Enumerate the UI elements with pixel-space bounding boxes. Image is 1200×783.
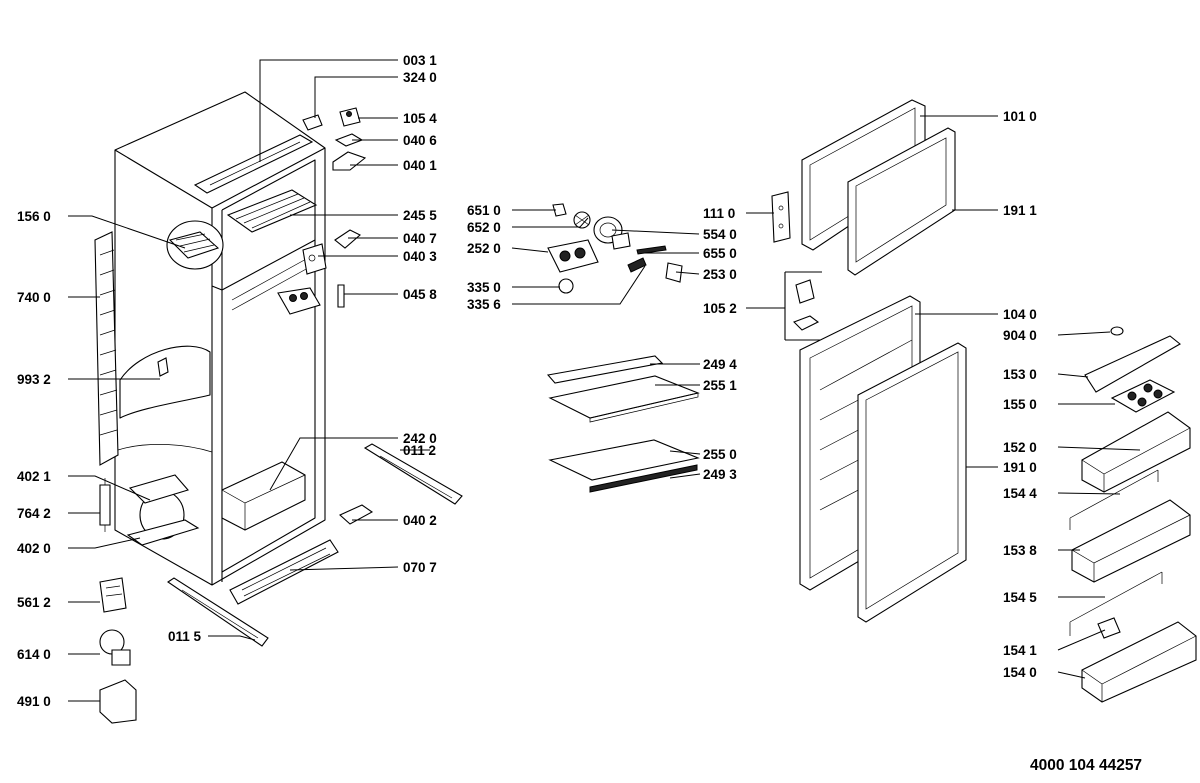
- compressor: [126, 474, 200, 546]
- rail-right: [363, 443, 463, 505]
- glass-shelf-lower: [548, 439, 700, 493]
- door-bin-upper: [1081, 411, 1191, 493]
- spring-part: [627, 257, 647, 273]
- part-label-2494: 249 4: [703, 357, 737, 372]
- bin-rail-lower: [1069, 571, 1163, 636]
- starter-relay: [99, 577, 127, 613]
- bracket-part: [332, 151, 367, 171]
- part-label-6510: 651 0: [467, 203, 501, 218]
- door-bin-bottom: [1081, 621, 1197, 703]
- part-label-0707: 070 7: [403, 560, 437, 575]
- part-label-1538: 153 8: [1003, 543, 1037, 558]
- ice-tray-inset: [166, 220, 224, 270]
- part-label-2530: 253 0: [703, 267, 737, 282]
- rail-clip: [1097, 617, 1121, 639]
- part-label-0407: 040 7: [403, 231, 437, 246]
- thermostat-part: [573, 211, 591, 229]
- relay-cover: [99, 679, 137, 724]
- control-housing: [547, 239, 599, 273]
- part-label-1560: 156 0: [17, 209, 51, 224]
- door-hinge-part: [771, 191, 791, 243]
- part-label-4021: 402 1: [17, 469, 51, 484]
- glass-shelf-upper: [546, 355, 700, 423]
- knob-part: [558, 278, 574, 294]
- hinge-pin-part: [339, 107, 361, 127]
- thermostat-bracket: [302, 243, 327, 275]
- part-label-7400: 740 0: [17, 290, 51, 305]
- part-label-1540: 154 0: [1003, 665, 1037, 680]
- part-label-5540: 554 0: [703, 227, 737, 242]
- part-label-6520: 652 0: [467, 220, 501, 235]
- leader-lines: [68, 59, 1141, 702]
- part-label-1911: 191 1: [1003, 203, 1037, 218]
- part-label-1110: 111 0: [703, 206, 735, 221]
- part-label-0402: 040 2: [403, 513, 437, 528]
- cabinet-body: [114, 91, 326, 586]
- condenser: [94, 231, 119, 466]
- middle-hinge-group: [784, 271, 822, 341]
- switch-part: [611, 232, 631, 250]
- part-label-0406: 040 6: [403, 133, 437, 148]
- part-label-1040: 104 0: [1003, 307, 1037, 322]
- lamp-part: [636, 245, 667, 255]
- part-label-1544: 154 4: [1003, 486, 1037, 501]
- part-label-0031: 003 1: [403, 53, 437, 68]
- part-label-2493: 249 3: [703, 467, 737, 482]
- evaporator-inset: [119, 345, 211, 419]
- thermostat-knob-part: [552, 203, 567, 217]
- freezer-wire-shelf: [226, 189, 318, 233]
- part-label-1052: 105 2: [703, 301, 737, 316]
- part-label-2420: 242 0: [403, 431, 437, 446]
- part-label-2520: 252 0: [467, 241, 501, 256]
- part-label-1520: 152 0: [1003, 440, 1037, 455]
- part-label-9040: 904 0: [1003, 328, 1037, 343]
- part-label-0401: 040 1: [403, 158, 437, 173]
- dairy-cover: [1084, 335, 1181, 393]
- part-label-2551: 255 1: [703, 378, 737, 393]
- part-label-0115: 011 5: [168, 629, 202, 644]
- base-grille: [229, 539, 339, 605]
- part-label-5612: 561 2: [17, 595, 51, 610]
- part-labels: 003 1 324 0 105 4 040 6 040 1 156 0 245 …: [17, 53, 1037, 709]
- part-label-4020: 402 0: [17, 541, 51, 556]
- filter-drier: [99, 478, 111, 532]
- pin-part: [337, 284, 345, 308]
- part-label-1545: 154 5: [1003, 590, 1037, 605]
- part-label-1010: 101 0: [1003, 109, 1037, 124]
- part-label-9932: 993 2: [17, 372, 51, 387]
- crisper-drawer: [221, 461, 306, 531]
- part-label-3356: 335 6: [467, 297, 501, 312]
- overload-protector: [99, 629, 131, 666]
- part-label-4910: 491 0: [17, 694, 51, 709]
- door-bin-middle: [1071, 499, 1191, 583]
- part-label-0403: 040 3: [403, 249, 437, 264]
- part-label-1054: 105 4: [403, 111, 437, 126]
- rail-left: [167, 577, 269, 647]
- part-label-6550: 655 0: [703, 246, 737, 261]
- part-label-0458: 045 8: [403, 287, 437, 302]
- part-label-1541: 154 1: [1003, 643, 1037, 658]
- part-label-3240: 324 0: [403, 70, 437, 85]
- washer-part: [1110, 326, 1124, 336]
- fridge-door-gasket: [857, 342, 967, 623]
- part-label-2550: 255 0: [703, 447, 737, 462]
- part-label-7642: 764 2: [17, 506, 51, 521]
- lower-bracket: [339, 504, 374, 525]
- part-label-1910: 191 0: [1003, 460, 1037, 475]
- lamp-cover-part: [665, 262, 683, 283]
- egg-tray: [1110, 379, 1176, 413]
- part-label-1550: 155 0: [1003, 397, 1037, 412]
- part-label-0112: 011 2: [403, 443, 436, 458]
- control-panel: [277, 287, 321, 315]
- document-number: 4000 104 44257: [1030, 757, 1142, 774]
- top-cover: [193, 134, 314, 194]
- part-label-2455: 245 5: [403, 208, 437, 223]
- part-label-6140: 614 0: [17, 647, 51, 662]
- part-label-3350: 335 0: [467, 280, 501, 295]
- side-bracket: [334, 229, 361, 249]
- hinge-part: [302, 114, 323, 131]
- part-label-1530: 153 0: [1003, 367, 1037, 382]
